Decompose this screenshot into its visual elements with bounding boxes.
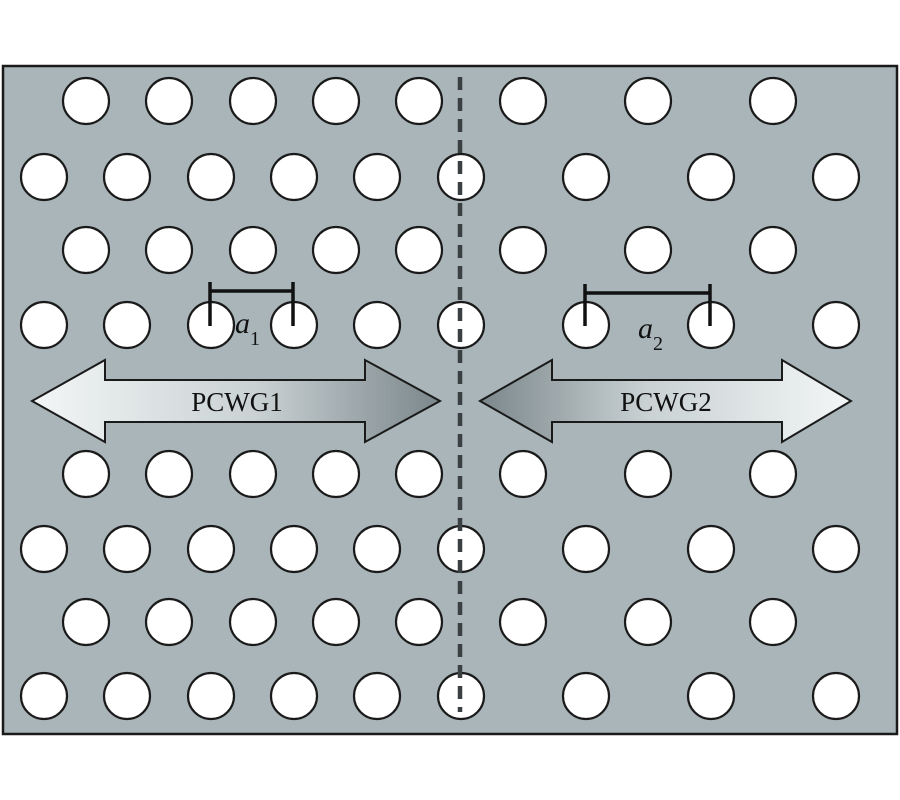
left-hole	[61, 225, 111, 275]
a2-label: a2	[638, 312, 663, 355]
left-hole	[311, 597, 361, 647]
interface-hole	[436, 300, 486, 350]
right-hole	[498, 449, 548, 499]
left-hole	[102, 524, 152, 574]
lattice-constant-a1: a1	[208, 282, 295, 350]
right-hole	[623, 76, 673, 126]
left-hole	[352, 300, 402, 350]
left-hole	[352, 152, 402, 202]
left-hole	[186, 152, 236, 202]
left-hole	[19, 671, 69, 721]
left-hole	[394, 597, 444, 647]
left-hole	[144, 225, 194, 275]
left-hole	[19, 300, 69, 350]
a2-bracket	[583, 284, 712, 326]
left-hole	[186, 524, 236, 574]
pcwg2-label: PCWG2	[620, 387, 712, 417]
right-hole	[623, 449, 673, 499]
a1-label: a1	[235, 307, 260, 350]
left-hole	[61, 449, 111, 499]
left-hole	[61, 597, 111, 647]
right-hole	[686, 671, 736, 721]
left-hole	[61, 76, 111, 126]
right-hole	[748, 597, 798, 647]
right-hole	[811, 152, 861, 202]
left-hole	[269, 152, 319, 202]
left-hole	[102, 152, 152, 202]
right-hole	[498, 76, 548, 126]
right-hole	[748, 76, 798, 126]
left-hole	[228, 597, 278, 647]
right-hole	[811, 524, 861, 574]
right-hole	[623, 225, 673, 275]
pcwg1-arrow: PCWG1	[29, 358, 443, 444]
pcwg2-arrow: PCWG2	[477, 358, 853, 444]
right-hole	[748, 449, 798, 499]
right-hole	[811, 300, 861, 350]
left-hole	[19, 152, 69, 202]
left-hole	[144, 449, 194, 499]
right-hole	[686, 152, 736, 202]
left-hole	[186, 671, 236, 721]
left-hole	[394, 76, 444, 126]
right-hole	[498, 597, 548, 647]
left-hole	[228, 449, 278, 499]
left-hole	[269, 524, 319, 574]
right-hole	[561, 671, 611, 721]
right-hole	[561, 152, 611, 202]
left-hole	[311, 225, 361, 275]
right-hole	[686, 524, 736, 574]
left-hole	[352, 671, 402, 721]
pcwg2-double-arrow	[477, 358, 853, 444]
left-hole	[352, 524, 402, 574]
pcwg1-double-arrow	[29, 358, 443, 444]
left-hole	[228, 76, 278, 126]
right-hole	[811, 671, 861, 721]
right-hole	[561, 524, 611, 574]
left-hole	[311, 76, 361, 126]
pcwg1-label: PCWG1	[191, 387, 283, 417]
right-hole	[748, 225, 798, 275]
left-hole	[144, 597, 194, 647]
left-hole	[394, 449, 444, 499]
left-hole-lattice	[19, 76, 444, 721]
left-hole	[144, 76, 194, 126]
right-hole-lattice	[498, 76, 861, 721]
right-hole	[623, 597, 673, 647]
left-hole	[311, 449, 361, 499]
lattice-constant-a2: a2	[583, 284, 712, 355]
left-hole	[102, 300, 152, 350]
a1-bracket	[208, 282, 295, 326]
left-hole	[394, 225, 444, 275]
left-hole	[228, 225, 278, 275]
left-hole	[269, 671, 319, 721]
left-hole	[19, 524, 69, 574]
right-hole	[498, 225, 548, 275]
left-hole	[102, 671, 152, 721]
interface-hole	[436, 152, 486, 202]
